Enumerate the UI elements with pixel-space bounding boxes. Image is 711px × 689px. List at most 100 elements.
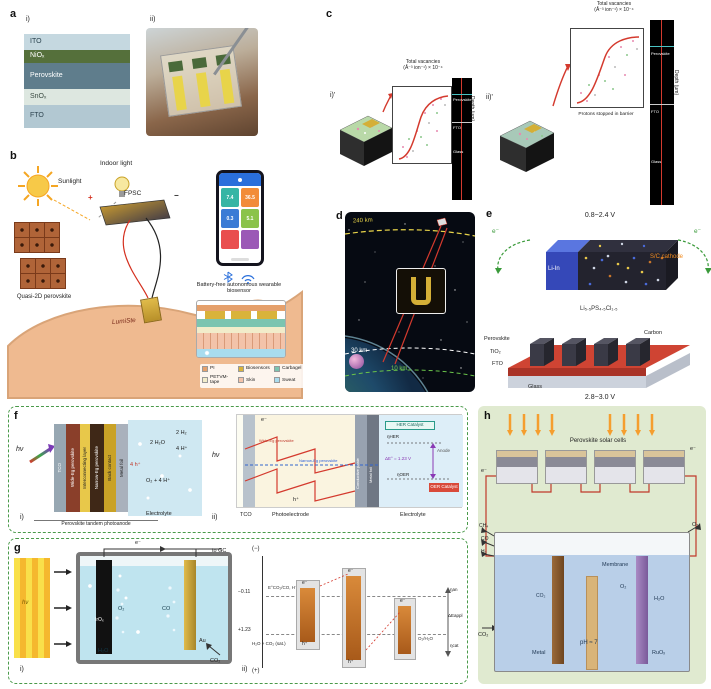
perovskite-lattice (14, 222, 60, 253)
rx-o2: O₂ + 4 H⁺ (146, 478, 171, 484)
cell-top-layer (497, 451, 537, 457)
depth-profile-i: Perovskite FTO Glass (452, 78, 472, 200)
lattice-cell (15, 238, 29, 252)
perovskite-label: Perovskite (484, 336, 510, 342)
layer-ito: ITO (24, 34, 130, 50)
lattice-cell (45, 223, 59, 237)
app-tile: 36.5 (241, 188, 259, 207)
legend-swatch (238, 377, 244, 384)
strip-label: Narrow-Eg perovskite (93, 446, 99, 490)
lattice-cell (21, 259, 35, 273)
app-tile: 7.4 (221, 188, 239, 207)
hole-bar-label: h⁺ (302, 641, 308, 647)
planet-orb (349, 354, 364, 369)
light-source (14, 558, 50, 658)
rx-2h2: 2 H₂ (176, 430, 187, 436)
lattice-cell (36, 259, 50, 273)
stack-strip-wide: Wide-Eg perovskite (66, 424, 80, 512)
minus-terminal: − (174, 191, 179, 200)
electrolyte-formula: Li₅.₅PS₄.₅Cl₁.₅ (580, 306, 618, 312)
perovskite-lattice (20, 258, 66, 289)
home-bar (231, 258, 249, 261)
co2-in-label: CO₂ (478, 632, 489, 638)
panel-f-box (8, 406, 468, 533)
panel-c-ii-label: ii)' (486, 94, 493, 101)
panel-g-label: g (14, 542, 21, 554)
hv-label-ii: hν (212, 452, 220, 459)
smartphone: 7.4 36.5 0.3 5.1 (216, 170, 264, 266)
fto-label: FTO (492, 361, 503, 367)
strip-label: Wide-Eg perovskite (69, 448, 75, 488)
co-label: CO (162, 606, 171, 612)
ph-label: pH ≈ 7 (580, 640, 598, 646)
layer-label: SnOₓ (30, 92, 47, 100)
lattice-cell (30, 223, 44, 237)
reentry-scene: 240 km 30 km 10 km (345, 212, 475, 392)
depth-axis-i: Depth (μm) (469, 96, 475, 122)
camera-dot (238, 177, 242, 182)
plot-title-i: Total vacancies (Å⁻³ ion⁻¹) × 10⁻⁴ (376, 59, 470, 71)
tick-o2: +1.23 (238, 627, 251, 633)
band-lines (244, 436, 449, 502)
rx-4h: 4 H⁺ (176, 446, 188, 452)
electron-label: e⁻ (261, 417, 267, 423)
couple-bottom-label: O₂/H₂O (418, 636, 433, 641)
panel-a-i-label: i) (26, 16, 30, 23)
quasi-2d-label: Quasi-2D perovskite (16, 294, 72, 300)
altitude-10: 10 km (391, 366, 408, 372)
electron-arrow-right (677, 239, 711, 274)
stratum-label: Perovskite (453, 97, 472, 102)
stratum-line (452, 94, 472, 95)
cell-absorber (546, 457, 586, 467)
altitude-30: 30 km (351, 348, 368, 354)
circuit-wire (103, 546, 222, 557)
rx-4hp: 4 h⁺ (130, 462, 141, 468)
plot-title-ii: Total vacancies (Å⁻³ ion⁻¹) × 10⁻⁴ (566, 1, 662, 13)
device-photo (146, 28, 258, 136)
plus-terminal: + (88, 193, 93, 202)
lattice-cell (21, 274, 35, 288)
cell-absorber (595, 457, 635, 467)
stratum-label: FTO (651, 109, 659, 114)
app-tile (241, 230, 259, 249)
electron-label: e⁻ (481, 468, 487, 474)
o2-label: O₂ (118, 606, 125, 612)
cell-top-layer (595, 451, 635, 457)
legend-swatch (274, 366, 280, 372)
layer-label: NiOₓ (30, 52, 45, 60)
panel-f-label: f (14, 410, 18, 422)
electrolyte-bottom-label: Electrolyte (400, 512, 426, 518)
electron-bar-label: e⁻ (302, 580, 308, 586)
delta-e: ΔE° = 1.23 V (385, 456, 411, 461)
photoelectrode-bottom-label: Photoelectrode (272, 512, 309, 518)
sweat-layer (197, 349, 285, 357)
foil-label: Metal foil (368, 466, 373, 483)
app-tile: 0.3 (221, 209, 239, 228)
sat-label: H₂O + CO₂ (sat.) (252, 641, 286, 646)
her-catalyst-box: HER Catalyst (385, 421, 435, 430)
plot-title-line1: Total vacancies (405, 59, 441, 65)
applied-bias-arrow (445, 587, 451, 657)
paste-region (355, 415, 367, 507)
oer-catalyst-box: OER Catalyst (429, 483, 459, 492)
skin-sensor-patch (140, 296, 162, 324)
au-electrode (184, 560, 196, 650)
bulb-icon (114, 176, 130, 197)
gold-device (411, 277, 431, 305)
biosensor-layer (197, 311, 285, 319)
legend-item: Skin (238, 375, 270, 386)
couple-top-label: E°CO₂/CO, H⁺/H₂ (268, 585, 304, 590)
solid-state-battery (546, 240, 678, 290)
app-tile: 5.1 (241, 209, 259, 228)
irox-label: IrOₓ (95, 617, 104, 623)
depth-axis-ii: Depth (μm) (673, 70, 679, 96)
biosensor-cross-section (196, 300, 286, 358)
plot-title-line1: Total vacancies (596, 1, 632, 7)
stack-strip-foil: Metal foil (116, 424, 128, 512)
profile-trace (661, 20, 662, 205)
anode-label: Li-In (548, 266, 560, 272)
o2-out-label: O₂ (692, 522, 699, 528)
irox-electrode (96, 560, 112, 654)
solar-cell (643, 450, 685, 484)
vacancy-plot-i (392, 86, 452, 164)
